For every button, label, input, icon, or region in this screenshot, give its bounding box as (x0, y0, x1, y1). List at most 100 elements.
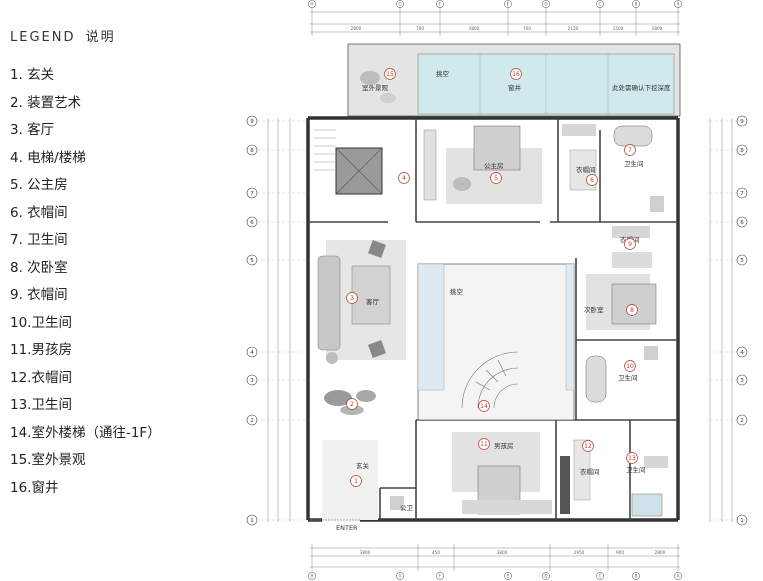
label-entry: ENTER (336, 524, 358, 532)
dimension-ticks (311, 6, 679, 571)
axis-bubble: E (504, 572, 512, 580)
landscape-shrub-2 (380, 93, 396, 103)
axis-bubble: 4 (710, 346, 748, 358)
art-installation-1 (324, 390, 352, 406)
bathtub-10 (585, 355, 607, 403)
axis-label: 4 (250, 350, 254, 356)
axis-label: 3 (740, 378, 744, 384)
room-marker-4: 4 (398, 172, 410, 184)
axis-bubble: D (542, 572, 550, 580)
bath13-shower (631, 493, 663, 517)
room-marker-number: 14 (480, 403, 488, 410)
legend-item: 4. 电梯/楼梯 (10, 149, 86, 166)
closet6-cabinet (562, 124, 596, 136)
room-marker-number: 15 (386, 71, 394, 78)
axis-bubble: C (596, 572, 604, 580)
art-installation-2 (356, 390, 376, 402)
armchair-top (368, 240, 386, 258)
axis-label: 6 (250, 220, 254, 226)
legend-item: 7. 卫生间 (10, 232, 68, 248)
dimension-text: 3800 (360, 550, 371, 555)
room-marker-12: 12 (582, 440, 594, 452)
room-marker-number: 12 (584, 443, 592, 450)
axis-label: B (635, 2, 638, 7)
label-living: 客厅 (366, 297, 380, 306)
legend-item: 14.室外楼梯（通往-1F） (10, 424, 161, 441)
dimension-text: 2150 (568, 26, 579, 31)
room-marker-2: 2 (346, 398, 358, 410)
room-marker-14: 14 (478, 400, 490, 412)
label-well: 窗井 (508, 83, 522, 92)
exterior-walls (306, 116, 680, 522)
axis-label: G (398, 2, 401, 7)
room-marker-number: 11 (480, 441, 488, 448)
axis-bubble: 9 (246, 115, 308, 127)
axis-label: 9 (250, 119, 254, 125)
bathtub-7 (613, 125, 653, 147)
room-marker-8: 8 (626, 304, 638, 316)
axis-label: F (439, 2, 442, 7)
axis-label: 2 (250, 418, 254, 424)
room-marker-number: 7 (628, 147, 632, 154)
bedroom8-bed (611, 283, 657, 325)
landscape-shrub (360, 71, 380, 85)
room-marker-number: 5 (494, 175, 498, 182)
bath10-fixture (644, 346, 658, 360)
label-boy: 男孩房 (494, 441, 514, 450)
axis-bubble: A (674, 572, 682, 580)
axis-bubble: B (632, 572, 640, 580)
dimension-text: 3800 (469, 26, 480, 31)
dimension-text: 2800 (351, 26, 362, 31)
room-marker-3: 3 (346, 292, 358, 304)
axis-bubble: 8 (710, 144, 748, 156)
label-garden-note: 此处需确认下挖深度 (612, 83, 671, 92)
axis-bubble: 4 (246, 346, 308, 358)
label-princess: 公主房 (484, 161, 504, 170)
atrium-glass-rail-right (565, 263, 575, 391)
axis-bubble: G (396, 572, 404, 580)
label-bath13: 卫生间 (626, 465, 646, 474)
room-marker-6: 6 (586, 174, 598, 186)
axis-label: D (544, 2, 547, 7)
armchair-bottom (368, 340, 386, 358)
princess-chair (453, 177, 471, 191)
legend-item: 12.衣帽间 (10, 369, 72, 386)
legend-item: 16.窗井 (10, 479, 59, 496)
label-bath10: 卫生间 (618, 373, 638, 382)
axis-bubble: 3 (246, 374, 308, 386)
room-marker-13: 13 (626, 452, 638, 464)
legend-item: 8. 次卧室 (10, 259, 68, 276)
label-wc: 公卫 (400, 504, 414, 512)
axis-bubble: H (308, 0, 316, 8)
label-bath7: 卫生间 (624, 159, 644, 168)
legend-item: 6. 衣帽间 (10, 204, 68, 221)
closet12-shelves (573, 439, 591, 501)
legend-title-en: LEGEND (10, 30, 76, 45)
label-bed8: 次卧室 (584, 305, 604, 314)
axis-label: H (310, 2, 313, 7)
axis-bubble: 1 (710, 514, 748, 526)
legend-item: 15.室外景观 (10, 452, 86, 468)
axis-bubble: 7 (710, 187, 748, 199)
room-marker-5: 5 (490, 172, 502, 184)
axis-label: A (677, 574, 680, 579)
dimension-text: 2950 (574, 550, 585, 555)
coffee-table (351, 265, 391, 325)
dimension-text: 3800 (497, 550, 508, 555)
axis-label: A (677, 2, 680, 7)
axis-label: 6 (740, 220, 744, 226)
axis-bubble: 8 (246, 144, 308, 156)
dimension-lines (267, 11, 733, 568)
room-marker-number: 8 (630, 307, 634, 314)
room-marker-number: 3 (350, 295, 354, 302)
room-marker-number: 4 (402, 175, 406, 182)
legend-item: 11.男孩房 (10, 342, 72, 358)
label-atrium-top: 挑空 (436, 69, 450, 78)
